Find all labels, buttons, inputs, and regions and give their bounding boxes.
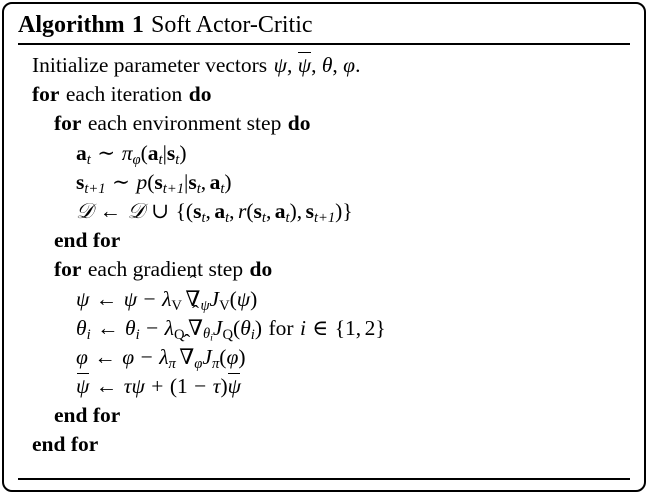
end-for-keyword: end for — [54, 228, 121, 253]
line-sample-next-state: st+1∼p(st+1|st,at) — [76, 169, 232, 197]
line-update-target-network: ψ←τψ+(1−τ)ψ — [18, 372, 630, 401]
line-end-for-iteration: end for — [18, 430, 630, 459]
for-keyword: for — [54, 257, 82, 282]
do-keyword: do — [287, 111, 311, 136]
initialize-symbols: ψ, ψ, θ, φ — [274, 51, 355, 77]
title-rule — [18, 43, 630, 45]
for-keyword: for — [54, 111, 82, 136]
end-for-keyword: end for — [32, 432, 99, 457]
line-end-for-gradient-step: end for — [18, 401, 630, 430]
for-keyword: for — [32, 82, 60, 107]
initialize-terminator: . — [355, 53, 361, 77]
algorithm-title-name: Soft Actor-Critic — [151, 12, 313, 38]
algorithm-title-keyword: Algorithm — [18, 12, 125, 38]
line-replay-buffer-update: 𝒟←𝒟∪{(st,at,r(st,at),st+1)} — [76, 198, 353, 226]
theta-for-word: for — [268, 315, 294, 340]
algorithm-title-number: 1 — [131, 12, 144, 38]
end-for-keyword: end for — [54, 403, 121, 428]
initialize-text: Initialize parameter vectors — [32, 53, 268, 77]
do-keyword: do — [188, 82, 212, 107]
line-update-phi: φ←φ−λπ∇φJπ(φ) — [18, 332, 630, 372]
bottom-rule — [18, 478, 630, 480]
for-env-step-body: each environment step — [87, 111, 282, 136]
for-iteration-body: each iteration — [65, 82, 183, 107]
line-update-psi: ψ←ψ−λV∇ψJV(ψ) — [18, 273, 630, 314]
line-end-for-environment-step: end for — [18, 226, 630, 255]
for-gradient-step-body: each gradient step — [87, 257, 244, 282]
line-sample-action: at∼πφ(at|st) — [76, 140, 187, 168]
do-keyword: do — [249, 257, 273, 282]
